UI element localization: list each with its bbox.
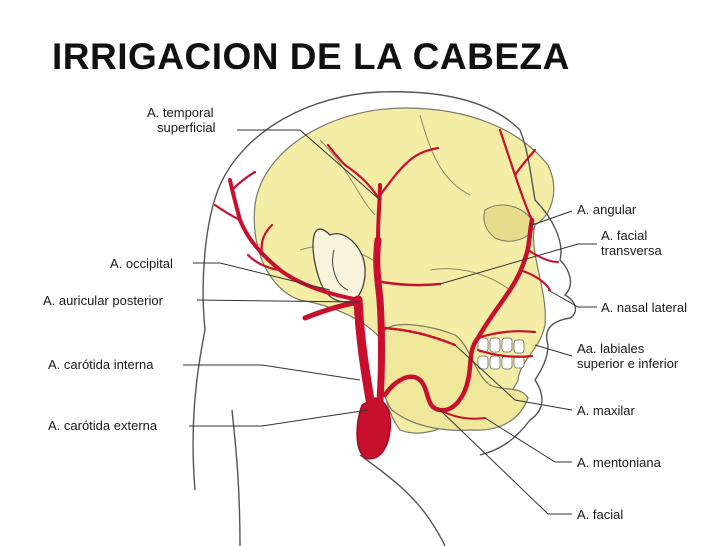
mental-artery xyxy=(439,409,486,420)
arteries xyxy=(213,128,559,460)
head-outline xyxy=(192,91,577,546)
label-occipital: A. occipital xyxy=(110,256,173,271)
transverse-facial-artery xyxy=(380,280,442,287)
internal-carotid-artery xyxy=(353,295,375,405)
label-labiales: Aa. labiales superior e inferior xyxy=(577,341,678,371)
label-auricular-posterior: A. auricular posterior xyxy=(43,293,163,308)
leader-lines xyxy=(183,129,597,515)
facial-artery xyxy=(382,217,535,413)
label-temporal-superficial-line1: A. temporal xyxy=(147,105,214,120)
label-facial-transversa-line2: transversa xyxy=(601,243,662,258)
lateral-nasal-artery xyxy=(519,249,559,291)
label-labiales-line2: superior e inferior xyxy=(577,356,679,371)
maxillary-artery xyxy=(382,326,457,347)
label-mentoniana: A. mentoniana xyxy=(577,455,661,470)
label-facial: A. facial xyxy=(577,507,624,522)
external-carotid-artery xyxy=(373,236,385,404)
label-maxilar: A. maxilar xyxy=(577,403,635,418)
label-labiales-line1: Aa. labiales xyxy=(577,341,645,356)
label-temporal-superficial-line2: superficial xyxy=(157,120,216,135)
label-carotida-externa: A. carótida externa xyxy=(48,418,158,433)
labial-arteries xyxy=(476,330,537,358)
label-angular: A. angular xyxy=(577,202,637,217)
label-facial-transversa-line1: A. facial xyxy=(601,228,648,243)
carotid-bulb xyxy=(356,397,392,460)
label-facial-transversa: A. facial transversa xyxy=(601,228,662,258)
superficial-temporal-artery xyxy=(376,183,382,242)
slide-title: IRRIGACION DE LA CABEZA xyxy=(52,36,570,77)
label-nasal-lateral: A. nasal lateral xyxy=(601,300,687,315)
label-temporal-superficial: A. temporal superficial xyxy=(145,105,216,135)
label-carotida-interna: A. carótida interna xyxy=(48,357,154,372)
posterior-auricular-artery xyxy=(302,299,363,321)
angular-artery xyxy=(498,128,537,222)
